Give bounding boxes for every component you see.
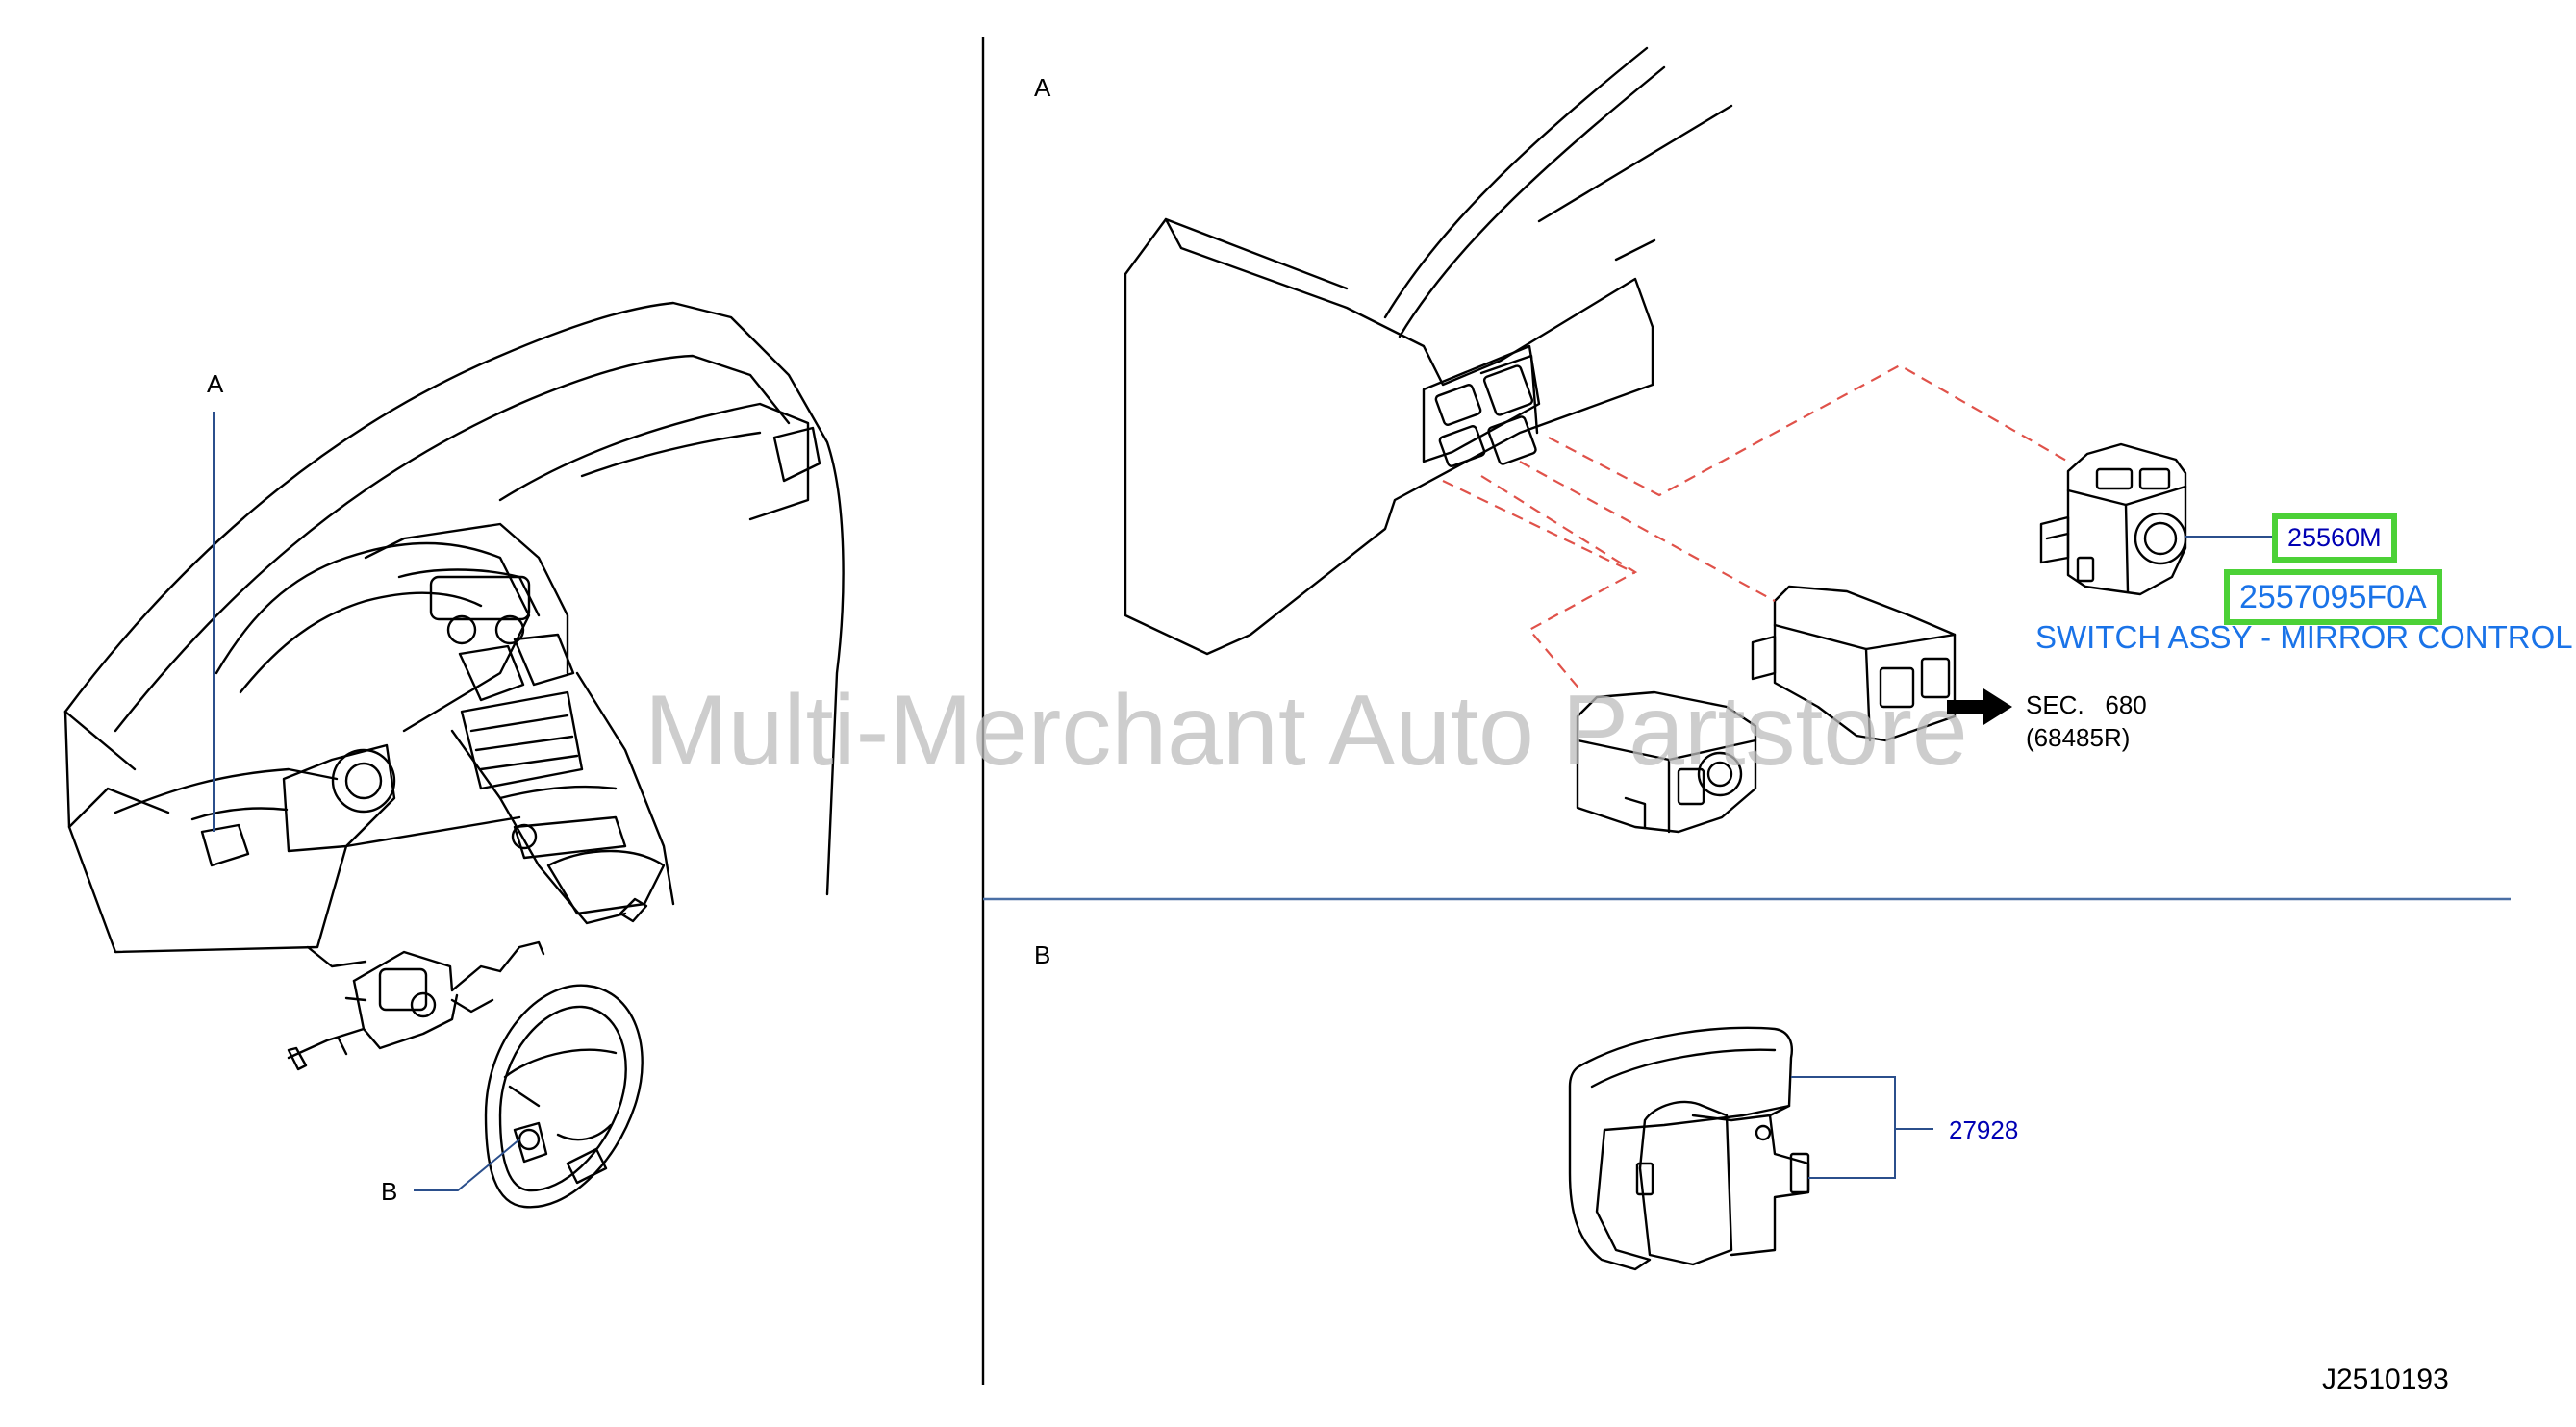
callout-b-label: B — [381, 1177, 398, 1206]
part-number-25560m[interactable]: 25560M — [2272, 513, 2397, 563]
panel-dividers — [981, 37, 2511, 1385]
dashed-guide-lines — [1442, 363, 2069, 693]
detail-a-title: A — [1034, 73, 1051, 102]
right-arrow-icon — [1947, 688, 2012, 725]
mirror-control-switch-illustration — [2039, 442, 2187, 596]
door-panel-illustration — [1124, 46, 1733, 656]
detail-b-title: B — [1034, 940, 1051, 969]
steering-wheel-illustration — [484, 984, 644, 1209]
steering-switch-illustration — [1568, 1026, 1810, 1271]
combination-switch-illustration — [287, 940, 545, 1071]
watermark: Multi-Merchant Auto Partstore — [644, 675, 1968, 787]
callout-a-label: A — [207, 369, 224, 398]
window-switch-illustration — [1751, 585, 1957, 742]
section-reference[interactable]: SEC. 680 — [2026, 690, 2147, 719]
highlighted-part-number[interactable]: 2557095F0A — [2224, 569, 2442, 625]
dashboard-illustration — [63, 301, 845, 968]
diagram-id: J2510193 — [2322, 1364, 2449, 1395]
mirror-switch-lower-illustration — [1576, 690, 1757, 834]
part-description: SWITCH ASSY - MIRROR CONTROL — [2035, 619, 2573, 655]
section-reference-code: (68485R) — [2026, 723, 2131, 752]
part-number-27928[interactable]: 27928 — [1949, 1115, 2019, 1144]
leader-lines — [213, 412, 2272, 1191]
